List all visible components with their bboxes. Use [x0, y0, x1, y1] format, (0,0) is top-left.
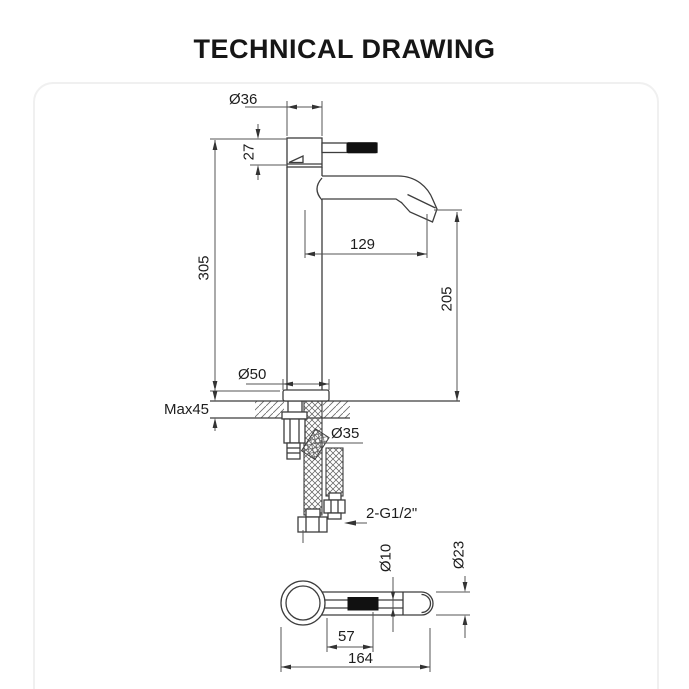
hose-nut-left	[297, 516, 328, 533]
handle-grip	[346, 142, 378, 154]
dim-label-spout-reach: 129	[350, 236, 376, 253]
dim-label-top-diameter: Ø36	[229, 91, 258, 108]
dim-57	[326, 612, 374, 652]
dim-129	[304, 210, 428, 258]
front-view-drawing	[210, 101, 462, 533]
dim-label-base-diameter: Ø50	[238, 366, 267, 383]
dim-label-connection-thread: 2-G1/2"	[366, 505, 418, 522]
mounting-shank	[281, 400, 308, 460]
dim-205	[434, 209, 462, 401]
hose-nut-right	[323, 499, 346, 514]
dim-label-max-thickness: Max45	[164, 401, 210, 418]
temperature-mark	[288, 154, 304, 164]
supply-hoses	[281, 399, 346, 533]
dim-label-handle-height: 27	[240, 143, 258, 161]
dim-305	[210, 138, 284, 392]
base-plate	[282, 389, 330, 402]
top-view-body-circle	[280, 580, 326, 626]
dim-label-grip-length: 57	[338, 628, 355, 645]
dim-164	[280, 627, 431, 672]
dim-label-lever-diameter: Ø10	[377, 543, 395, 573]
spout-joint-arc	[316, 177, 323, 201]
top-view-grip	[347, 597, 379, 611]
handle-lever	[321, 142, 378, 154]
mounting-nut	[283, 418, 306, 444]
faucet-body	[282, 137, 438, 402]
dim-50	[246, 379, 330, 390]
hose-ferrule-left	[305, 508, 321, 518]
countertop	[210, 400, 460, 419]
dim-23	[436, 576, 470, 638]
hose-ferrule-right	[328, 492, 342, 501]
dim-label-overall-length: 164	[348, 650, 374, 667]
drawing-card	[33, 82, 659, 689]
page-title: TECHNICAL DRAWING	[193, 34, 496, 64]
top-view-handle	[319, 591, 434, 616]
dim-label-spout-height: 205	[438, 286, 456, 312]
dim-label-total-height: 305	[195, 255, 213, 281]
spout	[316, 175, 438, 223]
dim-max45	[212, 388, 218, 431]
washer	[281, 411, 308, 420]
leader-g12	[344, 520, 367, 526]
top-view-drawing	[280, 530, 470, 672]
dim-label-hole-diameter: Ø35	[331, 425, 360, 442]
dim-10	[390, 577, 396, 632]
dim-36	[245, 101, 323, 136]
dim-label-handle-diameter: Ø23	[450, 540, 468, 570]
